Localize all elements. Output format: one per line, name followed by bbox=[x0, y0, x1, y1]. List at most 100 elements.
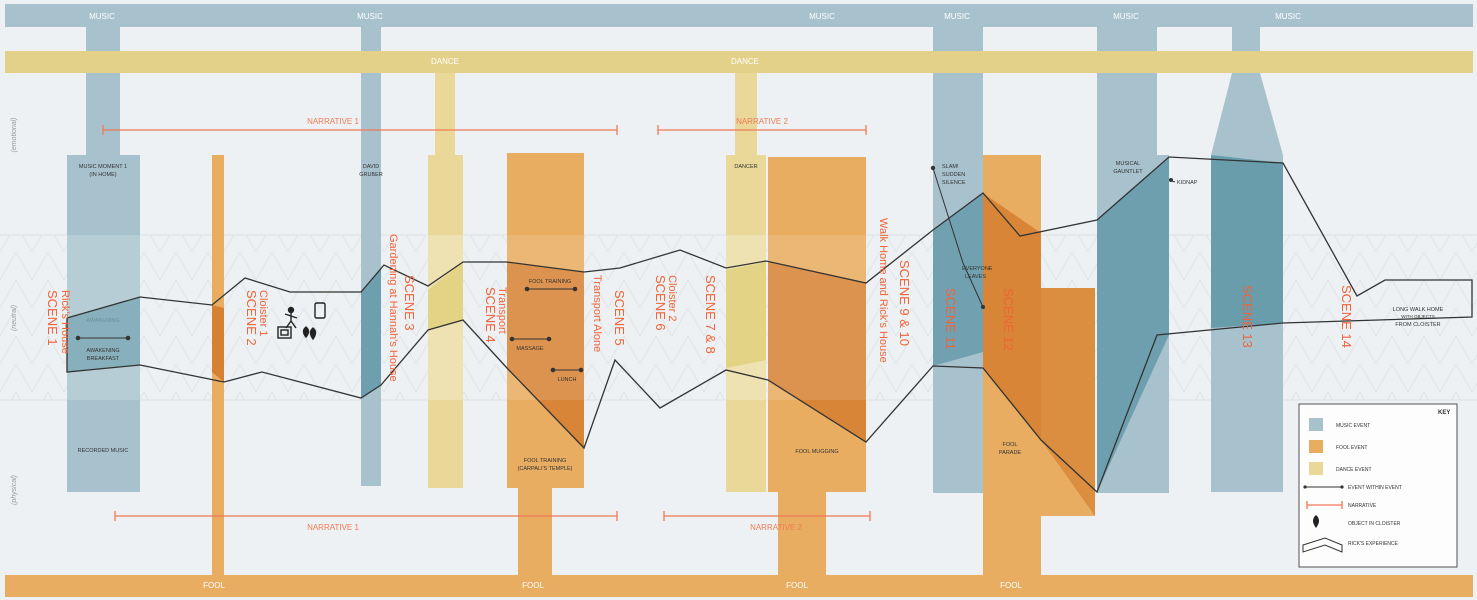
scene-subtitle: Transport bbox=[496, 287, 508, 334]
music-label: MUSIC bbox=[809, 12, 835, 21]
legend-label-fool: FOOL EVENT bbox=[1336, 445, 1368, 451]
legend: KEY MUSIC EVENT FOOL EVENT DANCE EVENT E… bbox=[1298, 403, 1458, 568]
scene-title: SCENE 4 bbox=[483, 287, 498, 343]
narrative-bottom-2 bbox=[663, 511, 871, 521]
event-label-fool-training-bottom: FOOL TRAINING bbox=[524, 458, 566, 464]
side-label-emotional: (emotional) bbox=[11, 117, 18, 152]
scene-title: SCENE 3 bbox=[402, 275, 417, 331]
narrative-bottom-1 bbox=[114, 511, 618, 521]
narrative-label: NARRATIVE 2 bbox=[750, 523, 802, 532]
scene-title: SCENE 6 bbox=[653, 275, 668, 331]
legend-swatch-fool bbox=[1309, 440, 1323, 453]
dance-label: DANCE bbox=[431, 57, 459, 66]
event-label-dancer: DANCER bbox=[734, 164, 757, 170]
legend-title: KEY bbox=[1438, 410, 1450, 416]
scene-title: SCENE 12 bbox=[1001, 288, 1016, 351]
scene-title: SCENE 7 & 8 bbox=[703, 275, 718, 354]
scene-title: SCENE 5 bbox=[612, 290, 627, 346]
scene-subtitle: Cloister 1 bbox=[257, 290, 269, 336]
music-label: MUSIC bbox=[89, 12, 115, 21]
scene-title: SCENE 14 bbox=[1339, 285, 1354, 348]
event-within-event-markers bbox=[75, 286, 584, 373]
event-label-recorded-music: RECORDED MUSIC bbox=[78, 448, 129, 454]
event-label-awakening: AWAKENING bbox=[86, 348, 119, 354]
event-label-from-cloister: FROM CLOISTER bbox=[1395, 322, 1440, 328]
event-label-silence: SILENCE bbox=[942, 180, 966, 186]
scene-title: SCENE 1 bbox=[45, 290, 60, 346]
event-label-music-moment-1: MUSIC MOMENT 1 bbox=[79, 164, 127, 170]
scene-labels: SCENE 1 Rick's House SCENE 2 Cloister 1 … bbox=[45, 218, 1354, 382]
event-label-everyone: EVERYONE bbox=[962, 266, 993, 272]
fool-band-bottom bbox=[5, 575, 1473, 597]
event-label-gauntlet: GAUNTLET bbox=[1113, 169, 1143, 175]
event-label-breakfast: BREAKFAST bbox=[87, 356, 120, 362]
money-bag-icon bbox=[302, 326, 310, 339]
phone-icon bbox=[314, 302, 326, 319]
scene-title: SCENE 13 bbox=[1240, 285, 1255, 348]
music-band-top bbox=[5, 4, 1473, 27]
music-label: MUSIC bbox=[1275, 12, 1301, 21]
dance-label: DANCE bbox=[731, 57, 759, 66]
narrative-label: NARRATIVE 2 bbox=[736, 117, 788, 126]
legend-label-music: MUSIC EVENT bbox=[1336, 423, 1370, 429]
fool-band-labels: FOOL FOOL FOOL FOOL bbox=[203, 581, 1022, 590]
event-label-in-home: (IN HOME) bbox=[89, 172, 116, 178]
scene-subtitle: Walk Home and Rick's House bbox=[877, 218, 889, 363]
event-label-gruber: GRUBER bbox=[359, 172, 383, 178]
scene-subtitle: Gardening at Hannah's House bbox=[387, 234, 399, 382]
event-label-carpalis-temple: (CARPALI'S TEMPLE) bbox=[518, 466, 573, 472]
dance-band bbox=[5, 51, 1473, 73]
scene-title: SCENE 11 bbox=[943, 288, 958, 350]
dance-band-labels: DANCE DANCE bbox=[431, 57, 759, 66]
legend-label-object: OBJECT IN CLOISTER bbox=[1348, 521, 1401, 527]
event-label-sudden: SUDDEN bbox=[942, 172, 965, 178]
event-label-leaves: LEAVES bbox=[965, 274, 986, 280]
scene-subtitle: Transport Alone bbox=[591, 275, 603, 352]
legend-object-icon bbox=[1313, 515, 1319, 528]
narrative-top-1 bbox=[102, 125, 618, 135]
fool-label: FOOL bbox=[786, 581, 808, 590]
scene-title: SCENE 9 & 10 bbox=[897, 260, 912, 346]
side-label-neutral: (neutral) bbox=[11, 305, 18, 331]
scene-subtitle: Cloister 2 bbox=[666, 275, 678, 321]
event-label-fool-training: FOOL TRAINING bbox=[529, 279, 571, 285]
legend-swatch-dance bbox=[1309, 462, 1323, 475]
event-label-parade: PARADE bbox=[999, 450, 1022, 456]
legend-label-narrative: NARRATIVE bbox=[1348, 503, 1377, 509]
music-label: MUSIC bbox=[1113, 12, 1139, 21]
event-label-awakening-upper: AWAKENING bbox=[86, 318, 119, 324]
narrative-label: NARRATIVE 1 bbox=[307, 117, 359, 126]
fool-label: FOOL bbox=[522, 581, 544, 590]
scene-title: SCENE 2 bbox=[244, 290, 259, 346]
event-label-massage: MASSAGE bbox=[516, 346, 544, 352]
event-label-fool-mugging: FOOL MUGGING bbox=[795, 449, 838, 455]
fool-label: FOOL bbox=[1000, 581, 1022, 590]
fool-label: FOOL bbox=[203, 581, 225, 590]
event-label-long-walk-home: LONG WALK HOME bbox=[1393, 307, 1444, 313]
legend-label-dance: DANCE EVENT bbox=[1336, 467, 1372, 473]
ricks-experience-upper-line bbox=[66, 156, 1473, 494]
event-label-david: DAVID bbox=[363, 164, 379, 170]
event-label-musical: MUSICAL bbox=[1116, 161, 1140, 167]
walking-person-icon bbox=[287, 306, 295, 314]
narrative-top-2 bbox=[657, 125, 867, 135]
event-label-with-objects: WITH OBJECTS bbox=[1401, 314, 1435, 319]
event-label-kidnap: KIDNAP bbox=[1177, 180, 1198, 186]
side-label-physical: (physical) bbox=[11, 475, 18, 505]
music-label: MUSIC bbox=[944, 12, 970, 21]
legend-label-event-within-event: EVENT WITHIN EVENT bbox=[1348, 485, 1402, 491]
music-label: MUSIC bbox=[357, 12, 383, 21]
cloister-objects-icons bbox=[277, 302, 326, 341]
legend-swatch-music bbox=[1309, 418, 1323, 431]
music-band-labels: MUSIC MUSIC MUSIC MUSIC MUSIC MUSIC bbox=[89, 12, 1301, 21]
event-label-lunch: LUNCH bbox=[558, 377, 577, 383]
legend-label-ricks-experience: RICK'S EXPERIENCE bbox=[1348, 541, 1399, 547]
event-label-fool: FOOL bbox=[1003, 442, 1018, 448]
frame-icon bbox=[277, 326, 292, 339]
event-label-slam: SLAM! bbox=[942, 164, 959, 170]
narrative-label: NARRATIVE 1 bbox=[307, 523, 359, 532]
scene-subtitle: Rick's House bbox=[59, 290, 71, 354]
music-column-1-stem bbox=[86, 73, 120, 155]
